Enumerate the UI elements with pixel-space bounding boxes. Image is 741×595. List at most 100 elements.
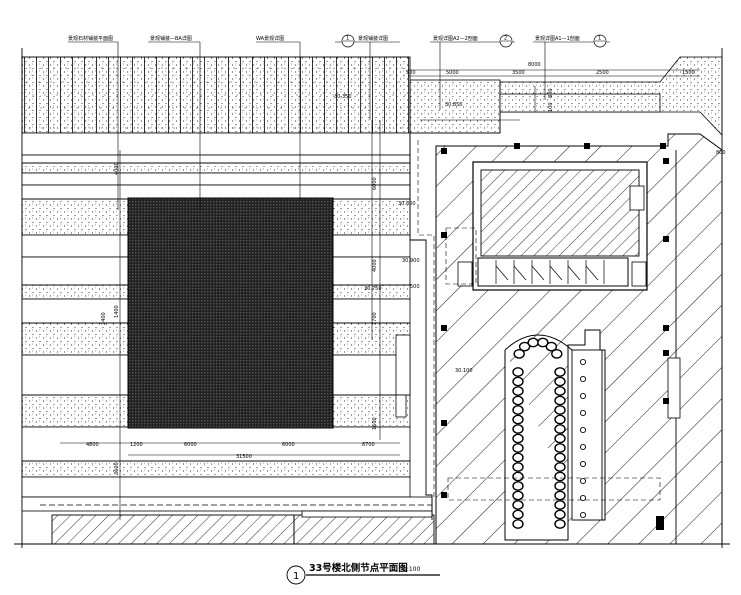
callout-texts: 景观石材铺装平面图 景观铺装—BA详图 WA景观详图 景观铺装详图 1 景观详图… <box>68 35 601 42</box>
dimension-text: 800 <box>548 88 554 98</box>
stepping-stone <box>513 348 525 359</box>
planter-marker <box>579 443 587 451</box>
stepping-stone <box>554 519 566 529</box>
dimension-text: 8700 <box>362 442 375 448</box>
stepping-stone <box>545 341 558 352</box>
misc-text: 500 <box>410 284 420 290</box>
stepping-stone <box>551 348 563 359</box>
dimension-text: 6000 <box>184 442 197 448</box>
stepping-stone <box>554 395 566 406</box>
dimension-text: 6000 <box>282 442 295 448</box>
stepping-stone <box>554 414 566 425</box>
stepping-stone <box>554 471 566 482</box>
stepping-stone <box>554 405 566 415</box>
stepping-stone <box>512 424 524 434</box>
stepping-stone <box>537 337 549 348</box>
dimension-text: 6000 <box>372 177 378 190</box>
dimension-text: 100 <box>548 102 554 112</box>
stepping-stone <box>512 443 524 453</box>
stepping-stone <box>512 386 524 396</box>
dimension-text: 5000 <box>446 70 459 76</box>
elevation-text: 30.800 <box>398 201 416 207</box>
callout-text: WA景观详图 <box>256 35 284 42</box>
stepping-stone <box>512 509 524 520</box>
dimension-text: 3500 <box>512 70 525 76</box>
dimension-text: 2400 <box>101 312 107 325</box>
dimension-text: 2500 <box>596 70 609 76</box>
stepping-stone <box>554 376 566 387</box>
stepping-stone <box>554 462 566 472</box>
dimension-text: 3600 <box>114 462 120 475</box>
stepping-stone <box>554 490 566 501</box>
south-building-edge <box>40 504 435 545</box>
stepping-stone <box>512 405 524 415</box>
central-paving-plaza <box>127 197 334 429</box>
stepping-stone <box>554 367 566 377</box>
elevation-text: 30.850 <box>445 102 463 108</box>
stepping-stone <box>554 509 566 520</box>
callout-ref: 1 <box>346 36 349 42</box>
stepping-stone-path <box>447 329 661 541</box>
callout-text: 景观铺装详图 <box>358 35 388 42</box>
stepping-stone <box>554 386 566 396</box>
elevation-text: 30.350 <box>334 94 352 100</box>
stepping-stone <box>527 337 539 348</box>
drawing-title: 33号楼北侧节点平面图 <box>309 562 408 574</box>
callout-text: 景观详图A2—2剖面 <box>433 35 478 42</box>
stepping-stone <box>518 341 531 352</box>
callout-text: 景观铺装—BA详图 <box>150 35 192 42</box>
dimension-text: 4000 <box>372 259 378 272</box>
stepping-stone <box>512 376 524 387</box>
dimension-text: 1200 <box>130 442 143 448</box>
stepping-stone <box>512 490 524 501</box>
dimension-text: 31500 <box>236 454 252 460</box>
stepping-stone <box>512 519 524 529</box>
dimension-lines <box>60 69 700 520</box>
planter-marker <box>579 375 587 383</box>
misc-labels: 500 800 <box>410 150 726 290</box>
planter-marker <box>579 477 587 485</box>
dimension-text: 1400 <box>114 305 120 318</box>
planter-marker <box>579 511 587 519</box>
stepping-stone <box>512 500 524 510</box>
dimension-text: 8000 <box>528 62 541 68</box>
drawing-title-block: 1 33号楼北侧节点平面图 1:100 <box>286 562 440 585</box>
planter-marker <box>579 460 587 468</box>
title-index-circle <box>286 565 306 585</box>
north-planting-strip <box>21 56 723 136</box>
elevation-text: 30.900 <box>402 258 420 264</box>
drawing-scale: 1:100 <box>403 566 420 573</box>
callout-text: 景观详图A1—1剖面 <box>535 35 580 42</box>
dimension-text: 1600 <box>372 417 378 430</box>
stepping-stone <box>512 367 524 377</box>
planter-marker <box>579 358 587 366</box>
stepping-stone <box>512 452 524 463</box>
dimension-text: 500 <box>406 70 416 76</box>
stepping-stone <box>512 481 524 491</box>
planter-marker <box>579 409 587 417</box>
callout-ref: 2 <box>504 36 507 42</box>
elevation-labels: 30.350 30.800 30.850 30.900 30.750 30.10… <box>334 94 473 374</box>
stepping-stone <box>554 424 566 434</box>
callout-ref: 1 <box>598 36 601 42</box>
elevation-text: 30.750 <box>364 286 382 292</box>
structural-markers <box>441 143 669 530</box>
edge-walkway <box>395 110 520 520</box>
planter-marker <box>579 494 587 502</box>
dimension-text: 4000 <box>114 162 120 175</box>
callout-text: 景观石材铺装平面图 <box>68 35 113 42</box>
stepping-stone <box>554 443 566 453</box>
stepping-stone <box>554 500 566 510</box>
top-dimension-texts: 500 5000 3500 8000 2500 1500 <box>406 62 695 76</box>
title-index-number: 1 <box>293 571 299 582</box>
bottom-dimension-texts: 4800 1200 6000 6000 8700 31500 <box>86 442 375 460</box>
planter-marker <box>579 426 587 434</box>
dimension-text: 4800 <box>86 442 99 448</box>
stepping-stone <box>512 414 524 425</box>
stepping-stone <box>512 471 524 482</box>
stepping-stone <box>512 462 524 472</box>
elevation-text: 30.100 <box>455 368 473 374</box>
stepping-stone <box>512 395 524 406</box>
stepping-stone <box>512 433 524 444</box>
